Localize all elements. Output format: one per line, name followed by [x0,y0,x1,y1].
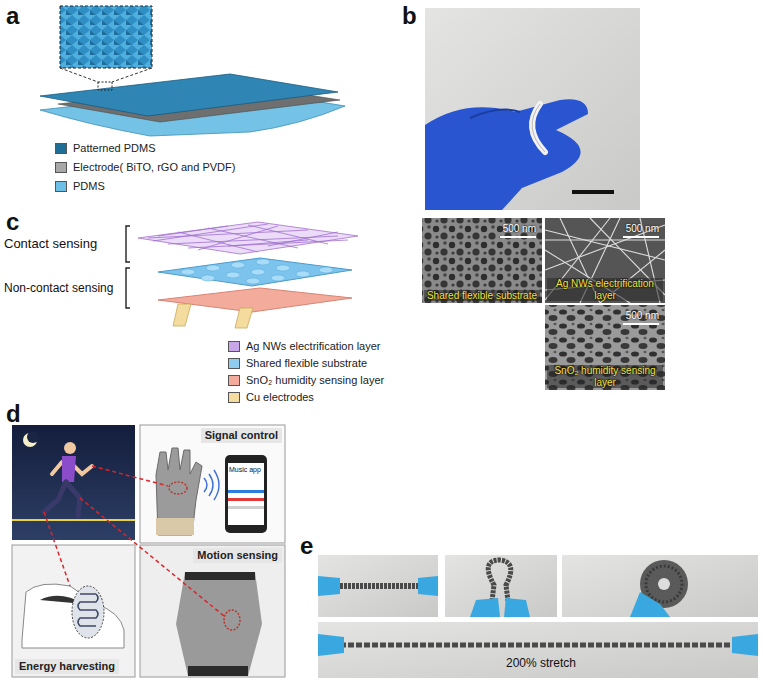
legend-text: Ag NWs electrification layer [246,340,381,352]
photo-panel: Motion sensing [140,545,285,677]
legend-text: Cu electrodes [246,391,314,403]
legend-swatch [228,341,240,352]
sem-caption: Ag NWs electrification layer [547,278,663,301]
legend-text: SnO₂ humidity sensing layer [246,374,384,386]
legend-swatch [55,162,67,173]
legend-swatch [55,143,67,154]
panel-letter: b [402,2,417,30]
scale-text: 500 nm [626,310,659,322]
panel-letter: e [300,532,313,560]
sem-image: 500 nm Ag NWs electrification layer [545,218,665,303]
panel-heading: Energy harvesting [15,659,119,674]
panel-letter: a [6,2,19,30]
sem-caption: Shared flexible substrate [424,290,540,302]
annotation-label: Contact sensing [4,236,97,251]
legend-text: Patterned PDMS [73,142,156,154]
panel-letter: d [6,400,21,428]
legend-swatch [228,358,240,369]
panel-heading: Signal control [201,428,282,443]
legend-swatch [228,392,240,403]
annotation-label: Non-contact sensing [4,281,113,295]
legend-text: PDMS [73,180,105,192]
legend-swatch [55,181,67,192]
sem-image: 500 nm Shared flexible substrate [422,218,542,303]
sem-caption: SnO₂ humidity sensing layer [547,365,663,388]
scale-text: 500 nm [503,223,536,235]
photo-panel: Signal control [140,425,285,543]
panel-letter: c [6,208,19,236]
annotation-label: 200% stretch [506,656,576,670]
legend-text: Shared flexible substrate [246,357,367,369]
screen-text: Music app [229,466,263,473]
scale-text: 500 nm [626,223,659,235]
legend-swatch [228,375,240,386]
panel-heading: Motion sensing [193,548,282,563]
photo-panel: Energy harvesting [12,545,135,677]
legend-text: Electrode( BiTO, rGO and PVDF) [73,161,235,173]
sem-image: 500 nm SnO₂ humidity sensing layer [545,305,665,390]
